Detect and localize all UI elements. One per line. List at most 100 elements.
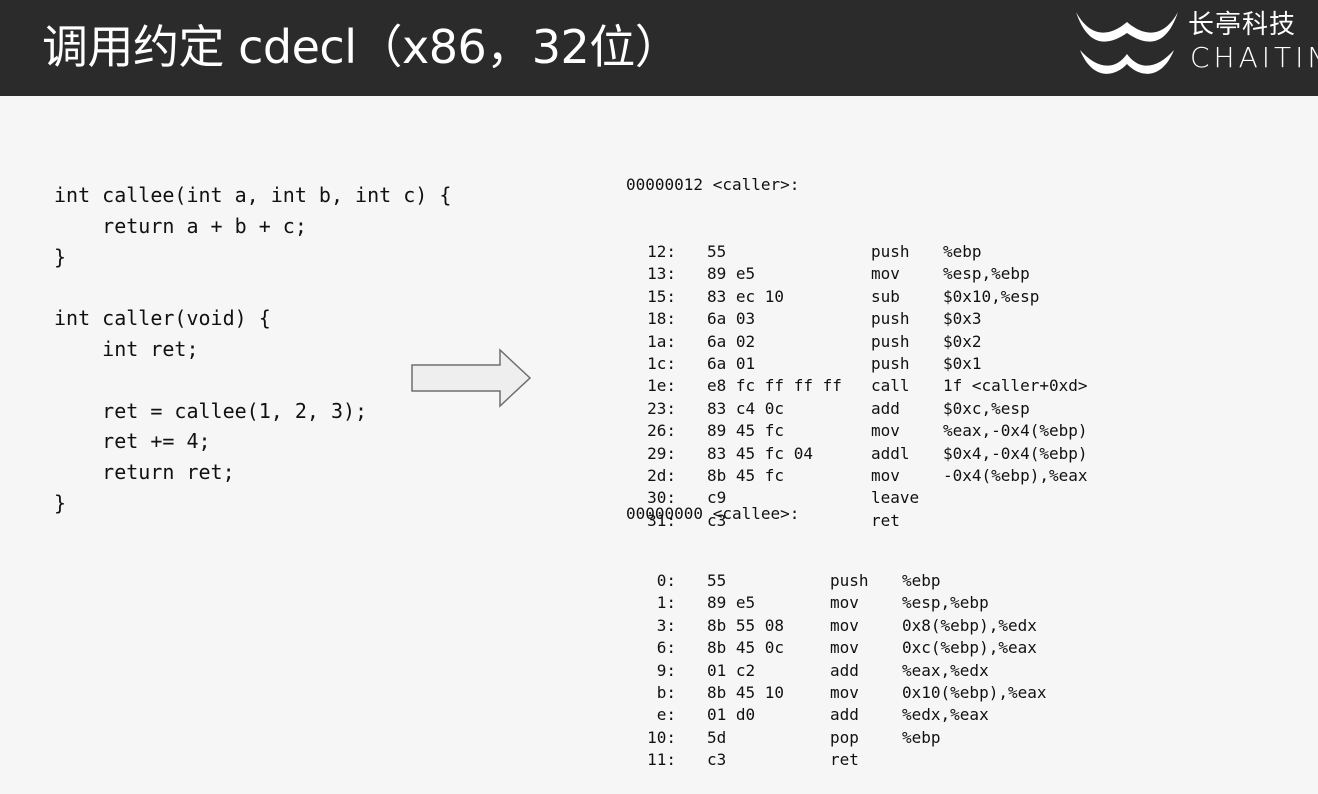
instruction-mnemonic: mov xyxy=(871,421,900,441)
instruction-mnemonic: sub xyxy=(871,286,900,306)
instruction-mnemonic: addl xyxy=(871,443,910,463)
instruction-mnemonic: mov xyxy=(830,615,859,635)
instruction-mnemonic: ret xyxy=(871,510,900,530)
instruction-offset: 1e: xyxy=(647,376,676,396)
instruction-offset: b: xyxy=(656,682,676,702)
instruction-offset: 0: xyxy=(656,571,676,591)
instruction-operands: %eax,-0x4(%ebp) xyxy=(943,421,1088,441)
c-source-code: int callee(int a, int b, int c) { return… xyxy=(54,180,451,519)
instruction-bytes: 83 c4 0c xyxy=(707,398,785,418)
instruction-mnemonic: push xyxy=(830,571,869,591)
function-header-caller: 00000012 <caller>: xyxy=(626,174,800,194)
instruction-operands: 1f <caller+0xd> xyxy=(943,376,1088,396)
instruction-mnemonic: mov xyxy=(830,638,859,658)
code-line: int callee(int a, int b, int c) { xyxy=(54,183,452,207)
instruction-bytes: 55 xyxy=(707,242,727,262)
instruction-mnemonic: mov xyxy=(830,593,859,613)
instruction-operands: 0x10(%ebp),%eax xyxy=(902,682,1047,702)
instruction-row: 1a: 6a 02 push $0x2 xyxy=(626,331,981,353)
instruction-bytes: c9 xyxy=(707,488,727,508)
instruction-bytes: 01 c2 xyxy=(707,660,756,680)
slide-title: 调用约定 cdecl（x86，32位） xyxy=(42,20,681,74)
instruction-row: 6: 8b 45 0c mov 0xc(%ebp),%eax xyxy=(626,637,1037,659)
instruction-offset: 29: xyxy=(647,443,676,463)
code-line: ret = callee(1, 2, 3); xyxy=(54,398,368,423)
code-line: int ret; xyxy=(54,336,199,361)
instruction-offset: e: xyxy=(656,705,676,725)
instruction-row: 31: c3 ret xyxy=(626,510,900,532)
instruction-mnemonic: push xyxy=(871,353,910,373)
instruction-offset: 11: xyxy=(647,750,676,770)
instruction-offset: 31: xyxy=(647,510,676,530)
instruction-mnemonic: push xyxy=(871,309,910,329)
slide-header: 调用约定 cdecl（x86，32位） 长亭科技 CHAITIN xyxy=(0,0,1318,96)
instruction-mnemonic: mov xyxy=(830,682,859,702)
instruction-bytes: 6a 01 xyxy=(707,353,756,373)
code-line: int caller(void) { xyxy=(54,306,271,331)
instruction-offset: 30: xyxy=(647,488,676,508)
instruction-bytes: 8b 55 08 xyxy=(707,615,785,635)
instruction-offset: 23: xyxy=(647,398,676,418)
instruction-offset: 1c: xyxy=(647,353,676,373)
instruction-mnemonic: mov xyxy=(871,465,900,485)
instruction-bytes: 01 d0 xyxy=(707,705,756,725)
instruction-bytes: 6a 02 xyxy=(707,331,756,351)
instruction-mnemonic: ret xyxy=(830,750,859,770)
instruction-row: 9: 01 c2 add %eax,%edx xyxy=(626,660,989,682)
code-line: return a + b + c; xyxy=(54,213,307,238)
instruction-mnemonic: push xyxy=(871,331,910,351)
instruction-bytes: 83 ec 10 xyxy=(707,286,785,306)
instruction-operands: $0x3 xyxy=(943,309,982,329)
instruction-offset: 15: xyxy=(647,286,676,306)
instruction-bytes: 89 45 fc xyxy=(707,421,785,441)
code-line xyxy=(54,365,451,396)
instruction-operands: %eax,%edx xyxy=(902,660,989,680)
instruction-mnemonic: add xyxy=(830,660,859,680)
instruction-mnemonic: leave xyxy=(871,488,920,508)
instruction-bytes: 6a 03 xyxy=(707,309,756,329)
instruction-bytes: 5d xyxy=(707,727,727,747)
instruction-operands: $0x1 xyxy=(943,353,982,373)
instruction-bytes: e8 fc ff ff ff xyxy=(707,376,842,396)
instruction-operands: $0x2 xyxy=(943,331,982,351)
instruction-bytes: c3 xyxy=(707,510,727,530)
code-line: } xyxy=(54,490,67,515)
instruction-offset: 18: xyxy=(647,309,676,329)
instruction-bytes: 8b 45 0c xyxy=(707,638,785,658)
instruction-row: 18: 6a 03 push $0x3 xyxy=(626,308,981,330)
chaitin-logo: 长亭科技 CHAITIN xyxy=(1074,6,1318,90)
instruction-offset: 13: xyxy=(647,264,676,284)
instruction-operands: 0x8(%ebp),%edx xyxy=(902,615,1037,635)
instruction-operands: $0xc,%esp xyxy=(943,398,1030,418)
instruction-offset: 12: xyxy=(647,242,676,262)
instruction-bytes: 89 e5 xyxy=(707,593,756,613)
instruction-mnemonic: add xyxy=(871,398,900,418)
instruction-offset: 9: xyxy=(656,660,676,680)
instruction-offset: 26: xyxy=(647,421,676,441)
instruction-offset: 10: xyxy=(647,727,676,747)
code-line: } xyxy=(54,244,67,269)
chaitin-logo-icon xyxy=(1076,12,1178,74)
instruction-bytes: 8b 45 10 xyxy=(707,682,785,702)
instruction-operands: %edx,%eax xyxy=(902,705,989,725)
instruction-operands: $0x4,-0x4(%ebp) xyxy=(943,443,1088,463)
instruction-operands: %esp,%ebp xyxy=(943,264,1030,284)
instruction-operands: -0x4(%ebp),%eax xyxy=(943,465,1088,485)
instruction-bytes: 89 e5 xyxy=(707,264,756,284)
instruction-mnemonic: mov xyxy=(871,264,900,284)
code-line: ret += 4; xyxy=(54,429,211,454)
instruction-offset: 6: xyxy=(656,638,676,658)
instruction-operands: 0xc(%ebp),%eax xyxy=(902,638,1037,658)
instruction-operands: %ebp xyxy=(902,727,941,747)
instruction-offset: 1a: xyxy=(647,331,676,351)
code-line xyxy=(54,272,451,303)
